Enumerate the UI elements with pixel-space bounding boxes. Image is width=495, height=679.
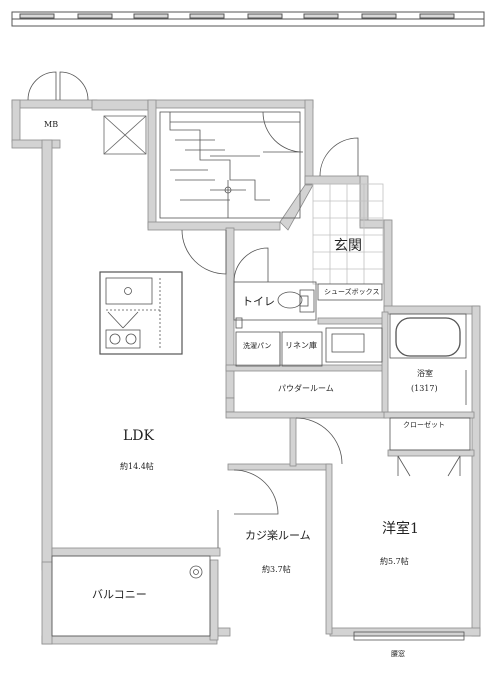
toilet-room	[233, 247, 317, 329]
balcony-label: バルコニー	[92, 588, 147, 601]
toilet-label: トイレ	[242, 295, 275, 308]
ldk-label: LDK	[123, 428, 154, 444]
kaji-room-area-label: 約3.7帖	[262, 565, 291, 574]
linen-label: リネン庫	[285, 341, 317, 350]
closet-label: クローゼット	[403, 421, 445, 429]
interior-walls	[51, 227, 475, 635]
western-room-area-label: 約5.7帖	[380, 557, 409, 566]
shoe-box	[317, 283, 383, 301]
window-label: 腰窓	[391, 650, 405, 658]
bathtub	[389, 313, 467, 405]
shoe-box-label: シューズボックス	[324, 288, 380, 296]
kaji-room-label: カジ楽ルーム	[245, 529, 311, 542]
closet	[389, 417, 471, 477]
entrance-label: 玄関	[334, 238, 362, 254]
mb-doors	[27, 71, 89, 101]
powder-room-label: パウダールーム	[278, 384, 334, 393]
mb-label: MB	[44, 120, 59, 129]
washing-pan-label: 洗濯パン	[243, 342, 272, 350]
bottom-window	[353, 631, 465, 641]
utility-fixtures	[235, 327, 383, 367]
western-room-label: 洋室1	[382, 521, 419, 537]
exterior-walls	[11, 99, 481, 645]
bath-label: 浴室	[417, 369, 433, 378]
ldk-door	[181, 229, 227, 275]
entrance-door	[319, 137, 359, 177]
top-window-strip	[11, 11, 485, 27]
balcony	[51, 555, 211, 637]
kitchen-island	[99, 271, 183, 355]
staircase	[159, 111, 304, 219]
room-doors	[217, 417, 343, 548]
entrance-tiles	[312, 183, 384, 285]
bath-size-label: (1317)	[411, 384, 438, 393]
ldk-area-label: 約14.4帖	[120, 462, 154, 471]
shaft	[103, 115, 147, 155]
